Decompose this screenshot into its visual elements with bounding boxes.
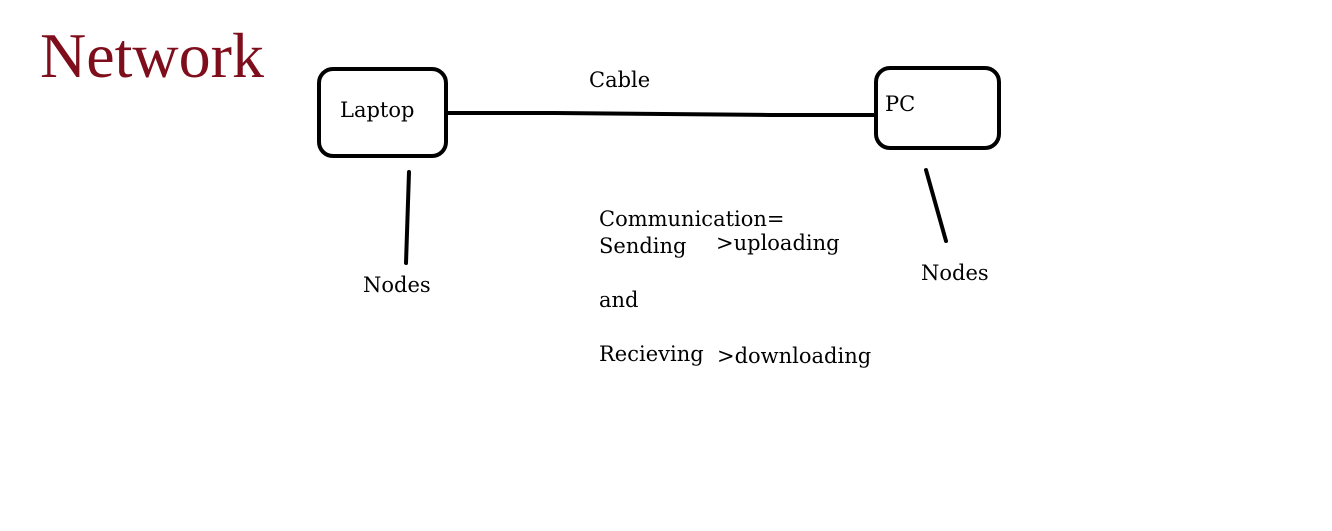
laptop-label: Laptop <box>340 98 415 122</box>
left-node-pointer <box>404 170 411 265</box>
communication-sending: Sending <box>599 234 687 258</box>
cable-label: Cable <box>589 68 651 92</box>
pc-box <box>874 66 1001 150</box>
diagram-title: Network <box>40 20 264 91</box>
communication-recieving: Recieving <box>599 342 704 366</box>
cable-line <box>445 111 878 117</box>
pc-label: PC <box>885 92 916 116</box>
communication-line-1: Communication= <box>599 207 785 231</box>
left-nodes-label: Nodes <box>363 273 431 297</box>
right-node-pointer <box>924 168 948 243</box>
communication-downloading: >downloading <box>717 344 872 368</box>
right-nodes-label: Nodes <box>921 261 989 285</box>
communication-uploading: >uploading <box>716 231 840 255</box>
communication-and: and <box>599 288 639 312</box>
